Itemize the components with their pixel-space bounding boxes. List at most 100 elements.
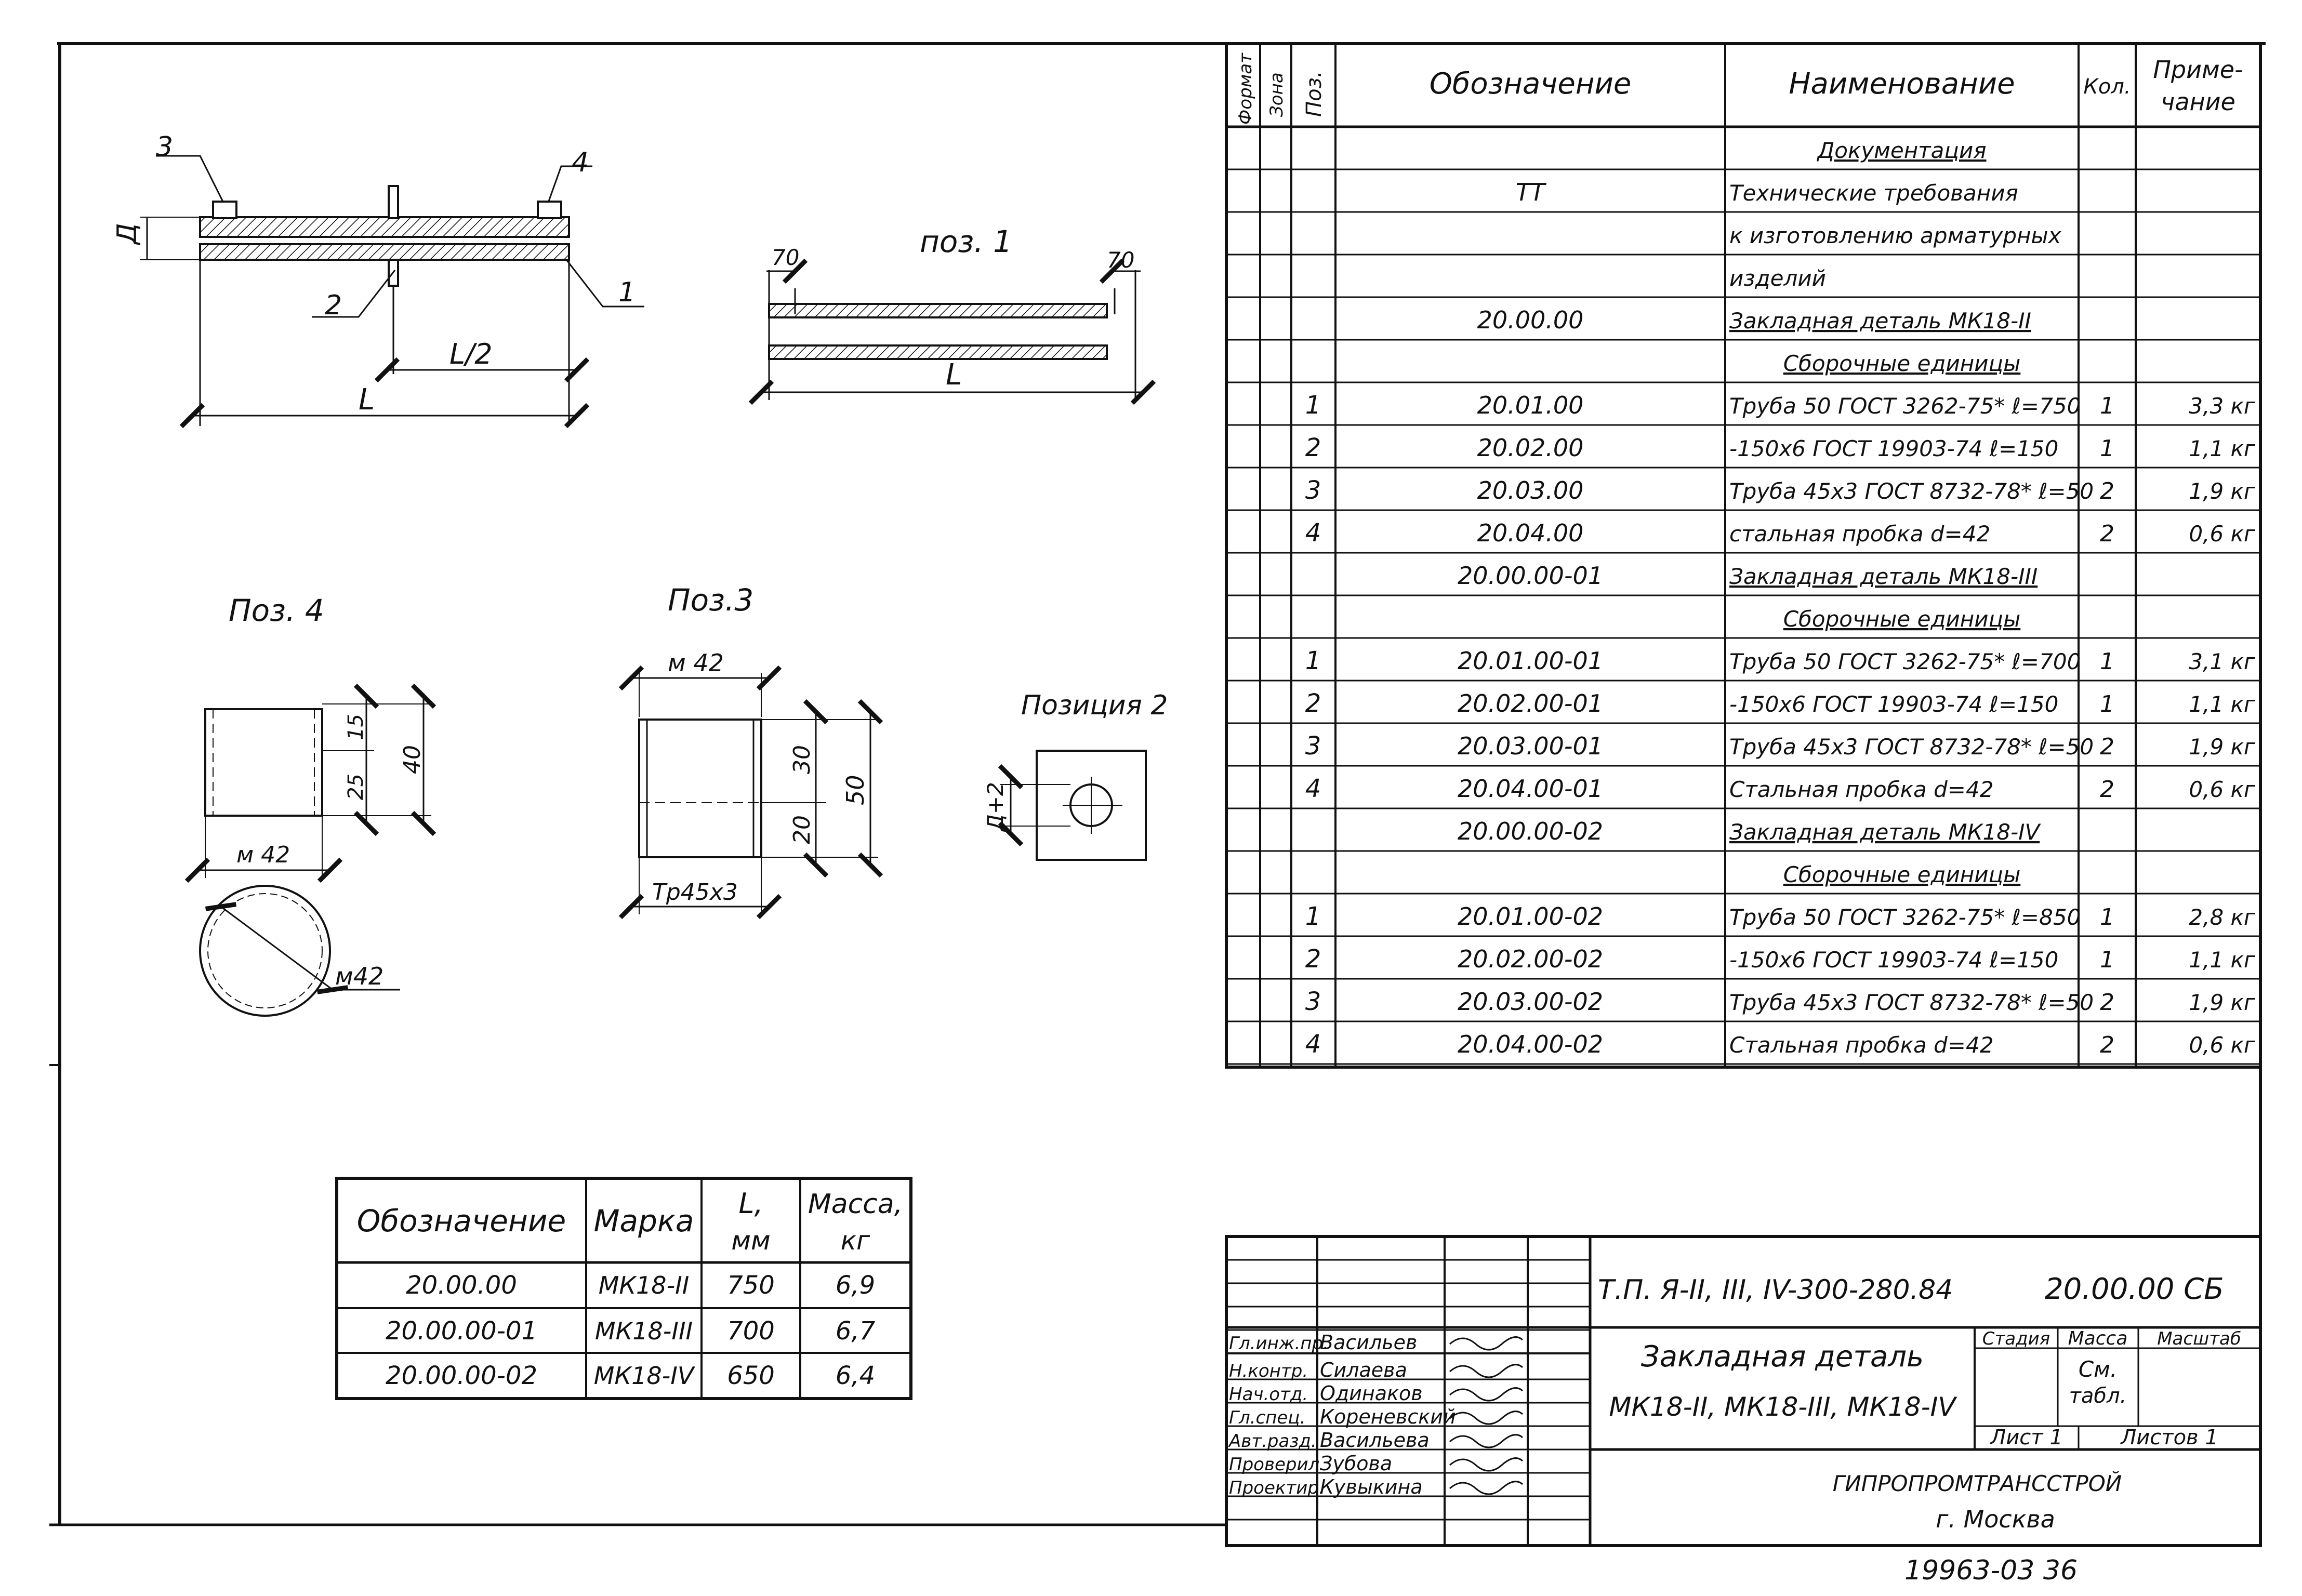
spec-cell-designation: 20.03.00-01 xyxy=(1458,732,1603,760)
signature-mark xyxy=(1449,1434,1524,1448)
poz3-view: Поз.3 м 42 30 20 50 Тр45x3 xyxy=(618,582,883,920)
poz3-thread: м 42 xyxy=(668,649,724,677)
organization-city: г. Москва xyxy=(1936,1505,2055,1533)
signer-role: Авт.разд. xyxy=(1228,1431,1317,1452)
spec-cell-pos: 2 xyxy=(1305,945,1321,974)
spec-cell-note: 0,6 кг xyxy=(2189,521,2256,547)
spec-cell-name: Стальная пробка d=42 xyxy=(1729,777,1993,802)
spec-cell-pos: 4 xyxy=(1305,774,1321,803)
spec-col-lines xyxy=(1259,44,2137,1067)
spec-cell-note: 1,1 кг xyxy=(2189,947,2256,973)
sheet-number: Лист 1 xyxy=(1989,1426,2063,1449)
mass-value-line1: См. xyxy=(2079,1356,2117,1382)
signer-name: Зубова xyxy=(1320,1452,1392,1475)
poz3-dim-30: 30 xyxy=(789,745,815,774)
signer-name: Кореневский xyxy=(1320,1405,1456,1428)
marks-header-designation: Обозначение xyxy=(357,1203,566,1239)
spec-cell-designation: 20.03.00-02 xyxy=(1458,988,1603,1016)
organization-name: ГИПРОПРОМТРАНССТРОЙ xyxy=(1833,1470,2122,1496)
signer-role: Гл.спец. xyxy=(1229,1407,1305,1428)
marks-header-mass-line2: кг xyxy=(841,1226,870,1256)
doc-code: Т.П. Я-II, III, IV-300-280.84 xyxy=(1598,1274,1953,1306)
marks-cell-mass: 6,9 xyxy=(836,1271,875,1300)
spec-cell-designation: 20.01.00-01 xyxy=(1458,647,1603,675)
sheet-code: 20.00.00 СБ xyxy=(2045,1272,2224,1306)
marks-cell-mark: МК18-II xyxy=(599,1271,690,1299)
marks-cell-designation: 20.00.00-02 xyxy=(386,1361,537,1390)
spec-cell-pos: 3 xyxy=(1305,987,1321,1016)
marks-header-l-line2: мм xyxy=(731,1226,770,1256)
spec-cell-name: -150x6 ГОСТ 19903-74 ℓ=150 xyxy=(1729,691,2058,717)
signer-name: Васильева xyxy=(1320,1429,1430,1452)
marks-cell-mark: МК18-III xyxy=(595,1317,693,1345)
marks-header-mass-line1: Масса, xyxy=(808,1189,903,1220)
spec-cell-note: 1,9 кг xyxy=(2189,990,2256,1015)
spec-cell-name: Закладная деталь МК18-III xyxy=(1729,564,2038,589)
spec-cell-name: Технические требования xyxy=(1729,180,2018,206)
spec-cell-name: Труба 45x3 ГОСТ 8732-78* ℓ=50 xyxy=(1729,478,2094,504)
spec-header-note-line2: чание xyxy=(2161,88,2235,116)
spec-cell-qty: 1 xyxy=(2100,393,2114,419)
pos1-label: 1 xyxy=(618,277,636,308)
marks-cell-mass: 6,4 xyxy=(836,1361,875,1390)
mass-value-line2: табл. xyxy=(2069,1384,2127,1408)
spec-cell-name: -150x6 ГОСТ 19903-74 ℓ=150 xyxy=(1729,947,2058,973)
spec-cell-pos: 1 xyxy=(1305,391,1321,420)
spec-cell-note: 1,9 кг xyxy=(2189,734,2256,760)
poz1-dim-l: L xyxy=(946,358,962,392)
spec-cell-note: 3,3 кг xyxy=(2189,393,2256,419)
spec-cell-qty: 2 xyxy=(2100,521,2114,547)
poz1-dim-left: 70 xyxy=(772,245,799,270)
spec-cell-designation: 20.04.00 xyxy=(1477,519,1584,547)
poz3-dim-50: 50 xyxy=(841,775,869,805)
spec-cell-pos: 3 xyxy=(1305,476,1321,505)
spec-cell-name: Стальная пробка d=42 xyxy=(1729,1032,1993,1058)
spec-cell-name: Сборочные единицы xyxy=(1783,606,2021,632)
spec-cell-name: изделий xyxy=(1729,265,1826,291)
spec-cell-name: -150x6 ГОСТ 19903-74 ℓ=150 xyxy=(1729,436,2058,461)
spec-cell-qty: 2 xyxy=(2100,989,2114,1016)
poz3-title: Поз.3 xyxy=(668,582,753,618)
spec-cell-designation: 20.04.00-02 xyxy=(1458,1030,1603,1058)
pos3-label: 3 xyxy=(156,131,173,163)
signer-role: Проверил xyxy=(1229,1454,1319,1475)
spec-cell-designation: 20.00.00 xyxy=(1477,306,1584,334)
spec-cell-designation: 20.00.00-02 xyxy=(1458,817,1603,845)
spec-cell-note: 1,1 кг xyxy=(2189,436,2256,461)
marks-header-l-line1: L, xyxy=(738,1187,763,1220)
spec-cell-designation: 20.01.00 xyxy=(1477,391,1584,419)
spec-header-pos: Поз. xyxy=(1302,71,1326,117)
stage-label: Стадия xyxy=(1982,1328,2050,1349)
spec-header-name: Наименование xyxy=(1789,67,2015,101)
drawing-title-line1: Закладная деталь xyxy=(1641,1340,1924,1374)
poz1-title: поз. 1 xyxy=(920,224,1012,259)
spec-cell-qty: 1 xyxy=(2100,435,2114,462)
signature-mark xyxy=(1449,1457,1524,1472)
spec-cell-designation: 20.01.00-02 xyxy=(1458,902,1603,930)
spec-cell-name: Труба 45x3 ГОСТ 8732-78* ℓ=50 xyxy=(1729,990,2094,1015)
pos2-label: 2 xyxy=(325,290,342,321)
signer-name: Одинаков xyxy=(1320,1382,1423,1405)
signer-role: Проектир. xyxy=(1229,1478,1325,1498)
signers: Гл.инж.пр.ВасильевН.контр.СилаеваНач.отд… xyxy=(1228,1331,1524,1498)
spec-cell-pos: 2 xyxy=(1305,433,1321,462)
spec-cell-qty: 2 xyxy=(2100,776,2114,803)
spec-cell-name: Труба 50 ГОСТ 3262-75* ℓ=700 xyxy=(1729,649,2081,674)
poz3-tube: Тр45x3 xyxy=(652,879,738,906)
spec-cell-note: 0,6 кг xyxy=(2189,1032,2256,1058)
spec-cell-name: Труба 45x3 ГОСТ 8732-78* ℓ=50 xyxy=(1729,734,2094,760)
spec-cell-qty: 2 xyxy=(2100,478,2114,504)
marks-cell-mark: МК18-IV xyxy=(594,1362,696,1390)
spec-cell-qty: 1 xyxy=(2100,904,2114,930)
spec-cell-pos: 1 xyxy=(1305,646,1321,675)
spec-cell-designation: 20.02.00-01 xyxy=(1458,689,1603,717)
spec-header-zone: Зона xyxy=(1266,72,1287,117)
spec-cell-note: 0,6 кг xyxy=(2189,777,2256,802)
signature-mark xyxy=(1449,1364,1524,1378)
title-block: Т.П. Я-II, III, IV-300-280.84 20.00.00 С… xyxy=(1225,1235,2262,1547)
scale-label: Масштаб xyxy=(2157,1328,2241,1349)
spec-header-format: Формат xyxy=(1235,52,1256,125)
spec-cell-name: стальная пробка d=42 xyxy=(1729,521,1990,547)
